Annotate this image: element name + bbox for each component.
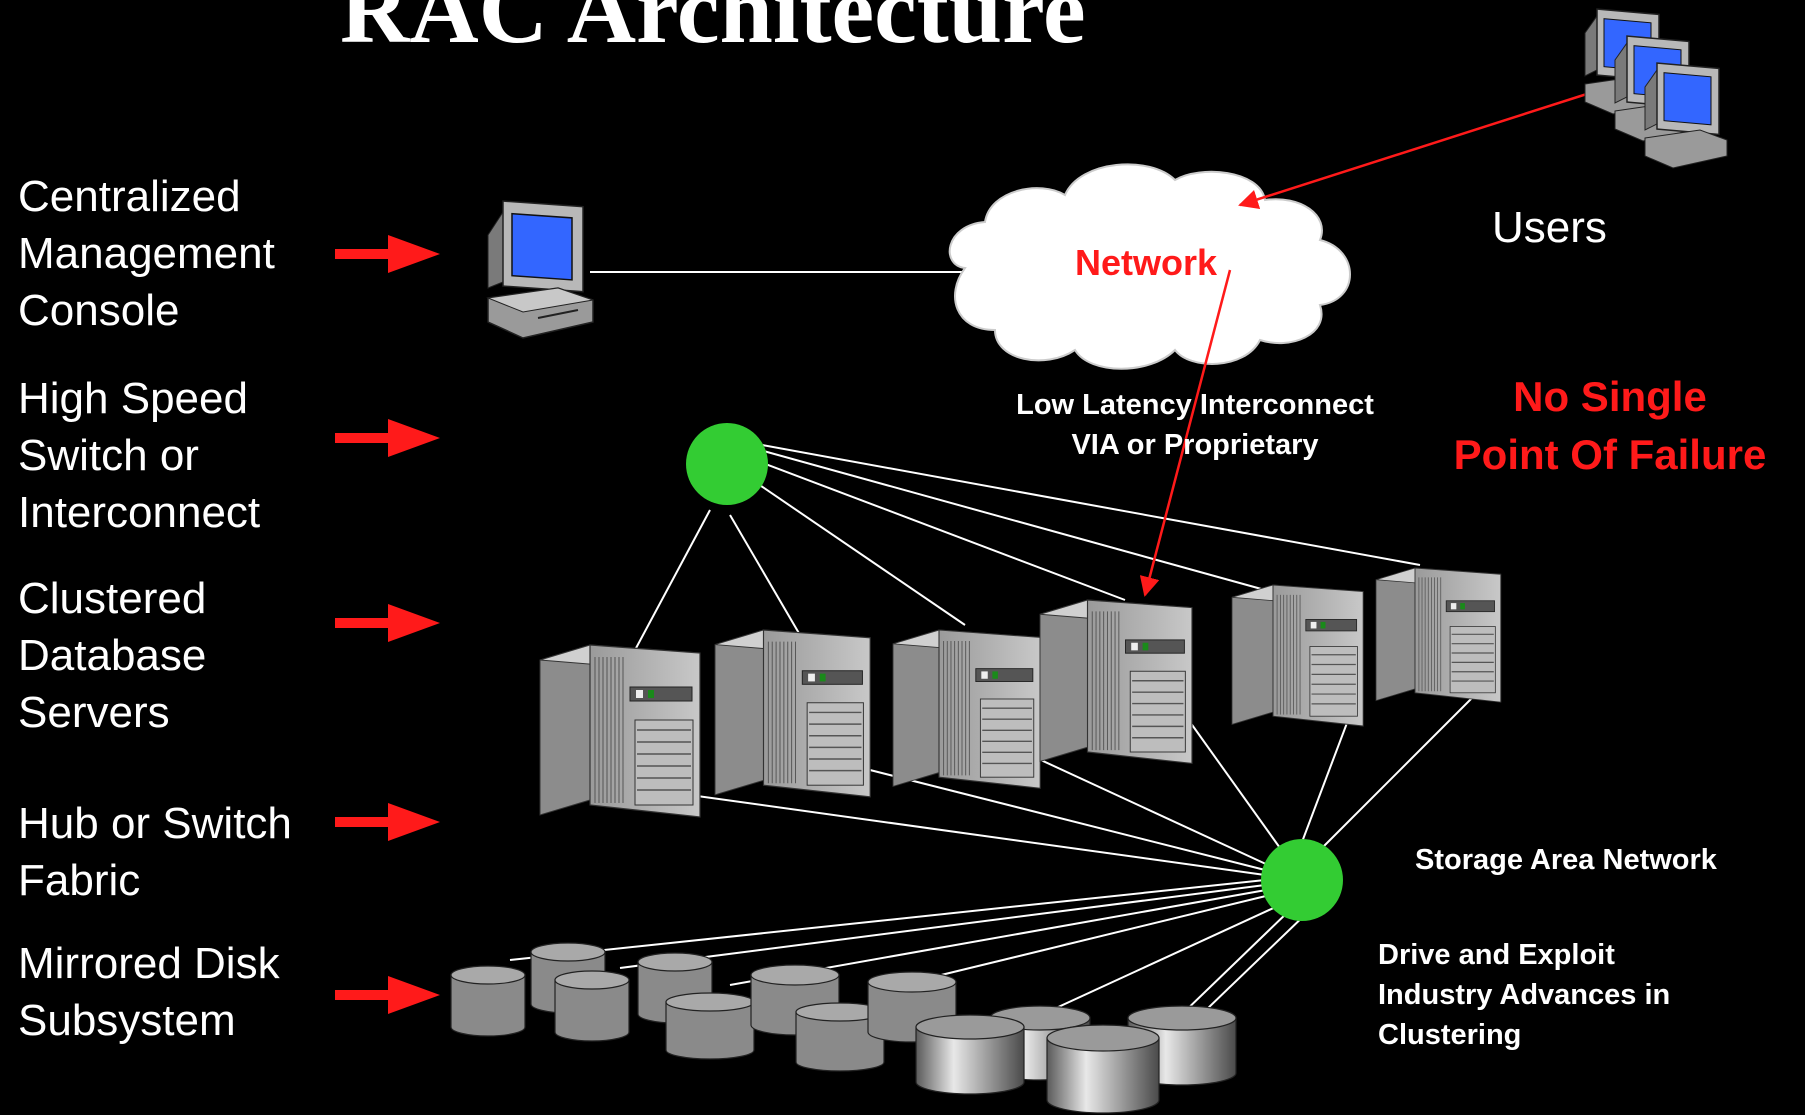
disk-icon — [665, 992, 755, 1060]
arrow-fabric — [335, 803, 440, 841]
server-icon — [1231, 584, 1364, 727]
arrow-disks — [335, 976, 440, 1014]
server-icon — [714, 629, 871, 798]
users-label: Users — [1492, 203, 1607, 252]
label-mirrored-disks: Mirrored Disk Subsystem — [18, 939, 280, 1045]
san-switch-node — [1261, 839, 1343, 921]
interconnect-switch-node — [686, 423, 768, 505]
san-label: Storage Area Network — [1415, 844, 1717, 876]
disk-icon — [450, 965, 526, 1037]
san-link — [1029, 754, 1269, 866]
no-single-point-of-failure: No Single Point Of Failure — [1453, 373, 1767, 478]
users-computers-icon — [1584, 8, 1728, 169]
label-database-servers: Clustered Database Servers — [18, 574, 207, 737]
disk-link — [509, 879, 1266, 961]
san-link — [869, 769, 1266, 871]
server-icon — [892, 629, 1041, 789]
disk-icon — [915, 1014, 1025, 1095]
interconnect-link — [759, 449, 1266, 591]
label-switch-fabric: Hub or Switch Fabric — [18, 799, 292, 905]
server-icon — [1039, 599, 1193, 765]
disk-link — [619, 884, 1266, 969]
interconnect-link — [729, 514, 801, 636]
disk-link — [1029, 904, 1281, 1021]
network-cloud — [948, 163, 1351, 370]
interconnect-link — [761, 444, 1421, 566]
connection-lines — [509, 271, 1481, 1046]
san-link — [1184, 714, 1281, 849]
page-title: RAC Architecture — [340, 0, 1086, 63]
interconnect-link — [634, 509, 711, 651]
drive-caption: Drive and Exploit Industry Advances in C… — [1378, 939, 1671, 1051]
database-servers — [539, 567, 1502, 818]
arrow-servers — [335, 604, 440, 642]
label-management-console: Centralized Management Console — [18, 172, 275, 335]
arrow-console — [335, 235, 440, 273]
disk-icon — [554, 970, 630, 1042]
network-server-arrow — [1139, 269, 1232, 597]
interconnect-link — [754, 459, 1126, 601]
management-console-icon — [486, 200, 594, 339]
arrow-interconnect — [335, 419, 440, 457]
disk-link — [899, 894, 1271, 986]
network-label: Network — [1075, 242, 1218, 283]
label-arrows — [335, 235, 440, 1014]
san-link — [1319, 689, 1481, 851]
mirrored-disks — [450, 942, 1237, 1114]
disk-icon — [1046, 1024, 1160, 1114]
san-link — [689, 794, 1266, 876]
interconnect-caption: Low Latency Interconnect VIA or Propriet… — [1016, 389, 1374, 461]
disk-icon — [795, 1002, 885, 1072]
label-interconnect: High Speed Switch or Interconnect — [18, 374, 261, 537]
server-icon — [539, 644, 701, 818]
interconnect-link — [744, 474, 966, 626]
server-icon — [1375, 567, 1502, 703]
san-link — [1301, 714, 1351, 843]
users-network-arrow — [1238, 83, 1616, 210]
